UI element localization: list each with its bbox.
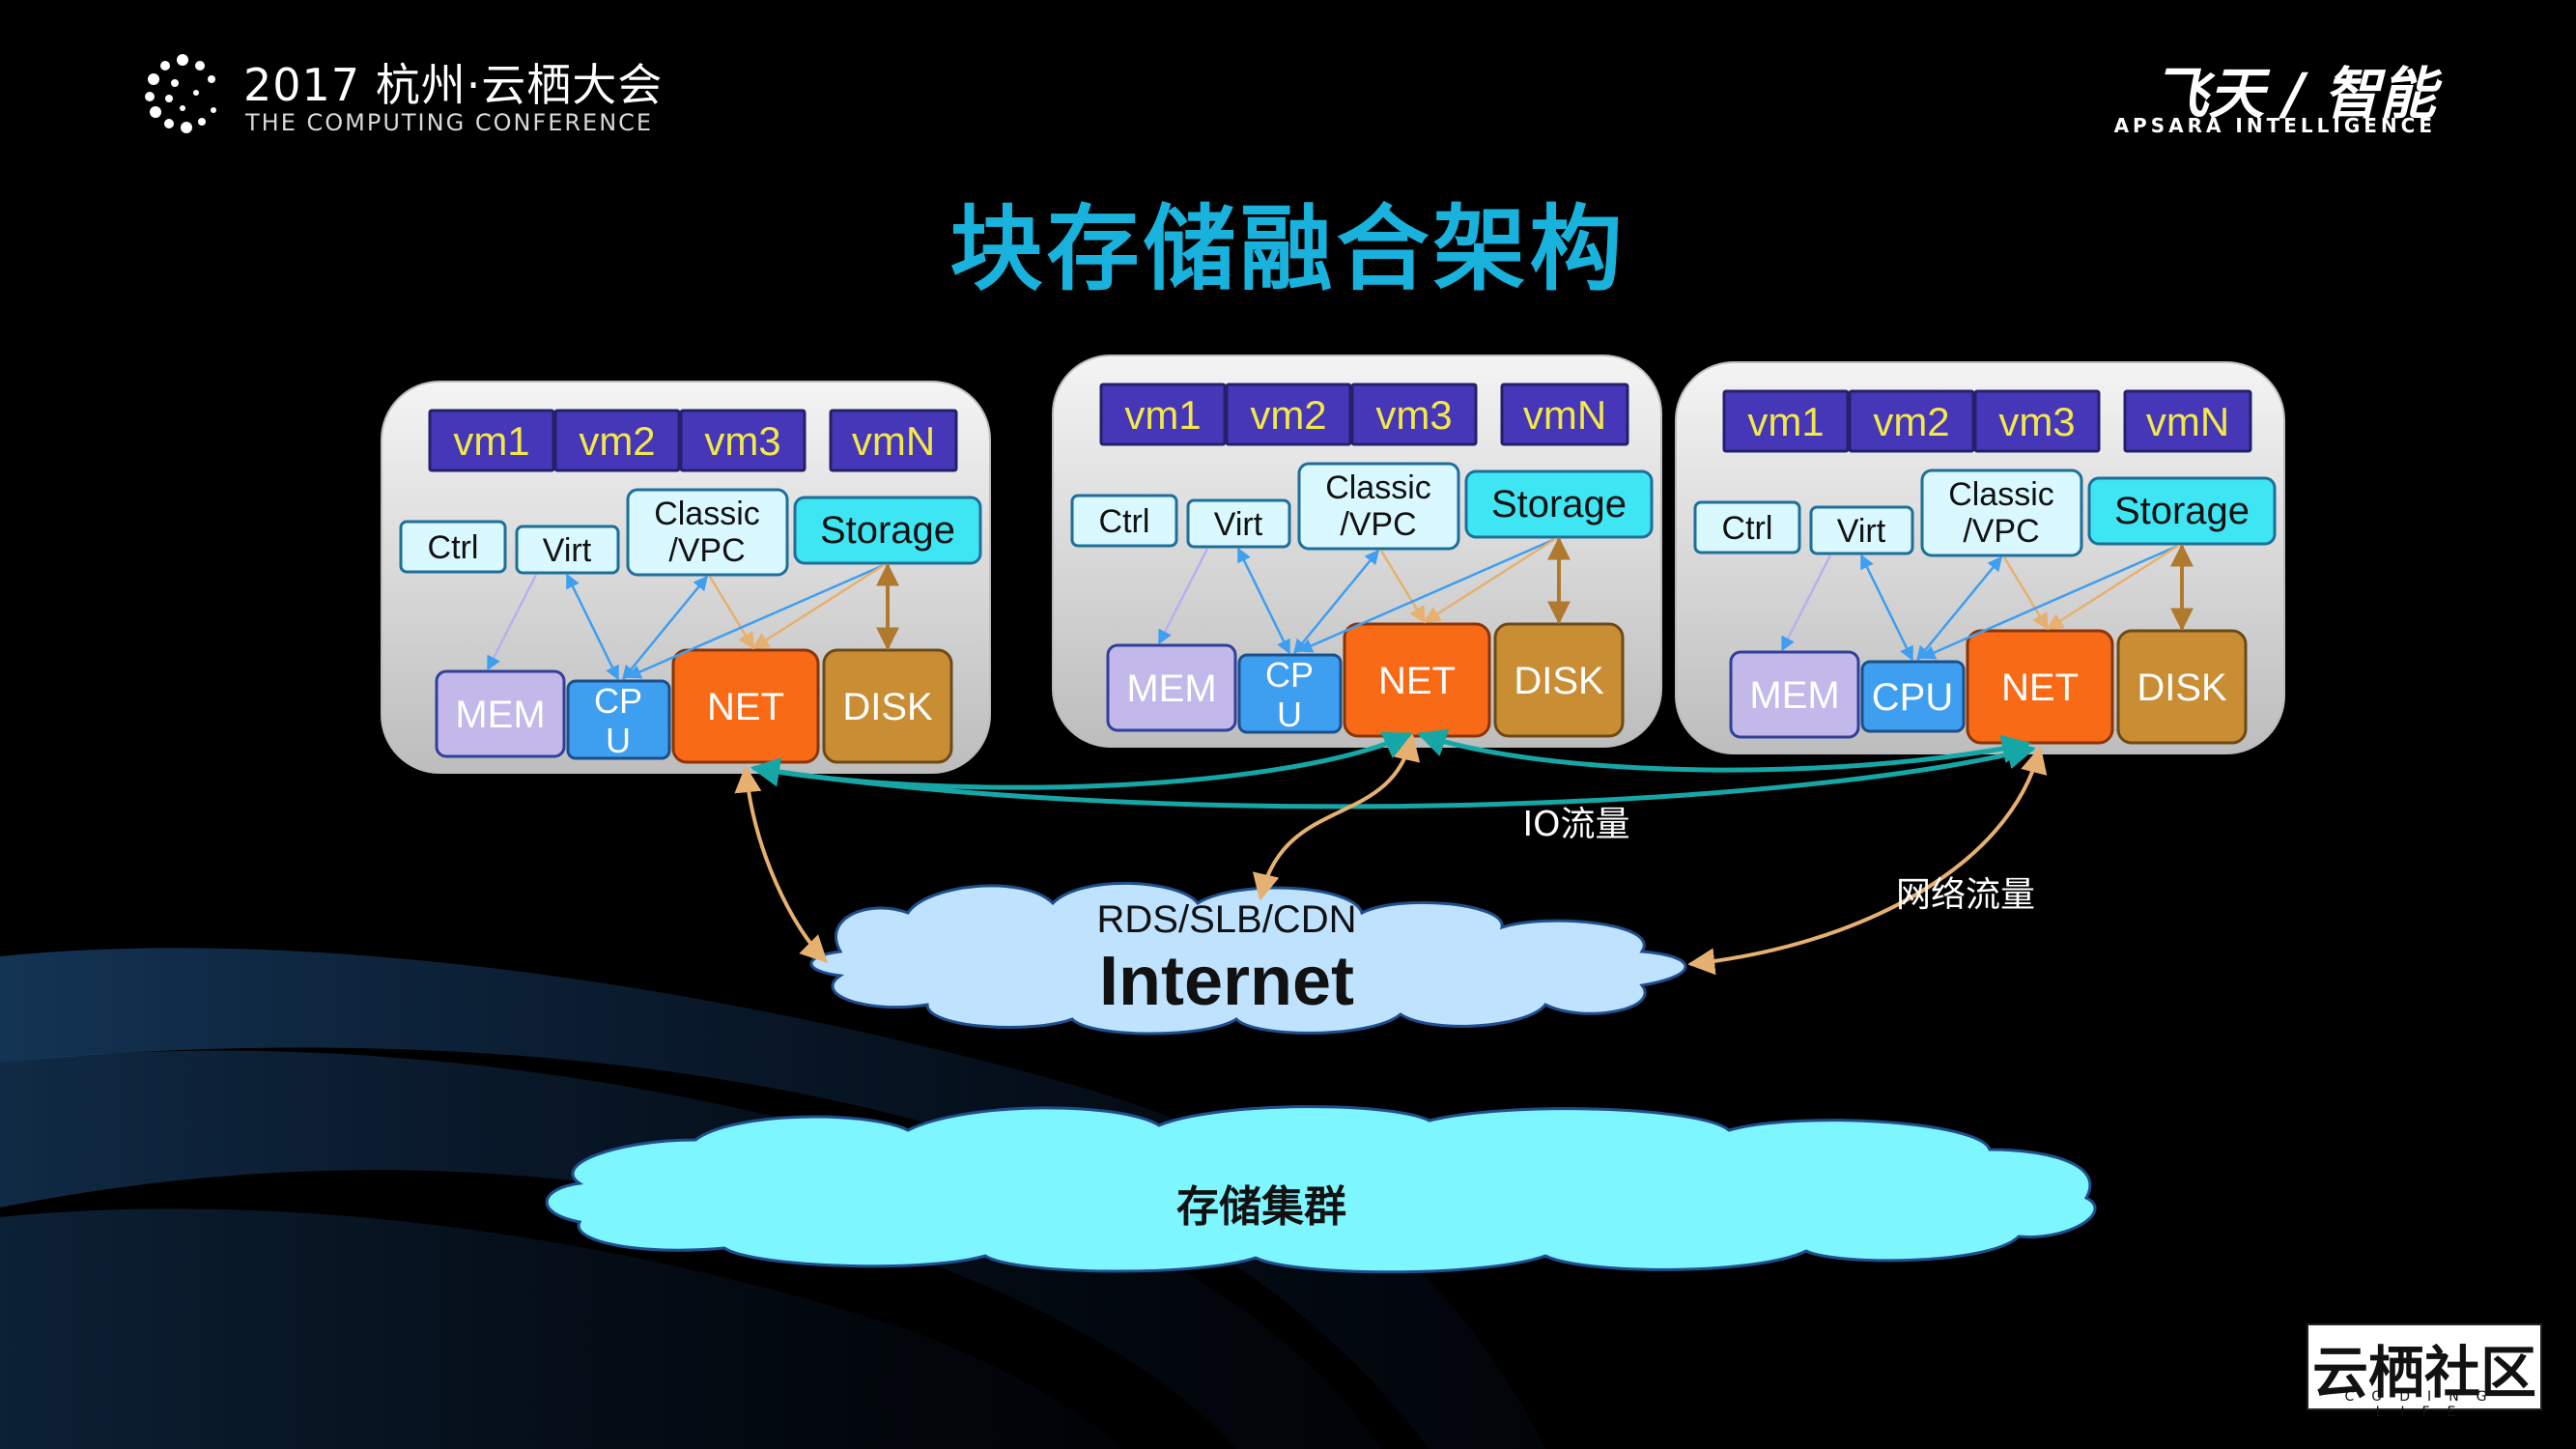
internet-subtitle: RDS/SLB/CDN [1097, 898, 1357, 941]
vpc-label: /VPC [1340, 506, 1416, 543]
ctrl-box [1070, 494, 1178, 548]
vm-label: vm1 [1124, 392, 1201, 438]
vpc-label: /VPC [1963, 513, 2039, 550]
storage-cluster-cloud: 存储集群 [545, 1105, 2097, 1274]
community-badge: 云栖社区 CODING LIFE [2307, 1323, 2542, 1420]
server-internal-links [486, 562, 899, 681]
cpu-label: U [1277, 695, 1302, 734]
vm-vm3 [679, 409, 807, 472]
vm-vm1 [1722, 389, 1850, 453]
vm-vmN [2123, 389, 2252, 453]
vm-label: vm3 [1375, 392, 1452, 438]
conference-title: 2017 杭州·云栖大会 [243, 59, 664, 111]
internet-cloud: RDS/SLB/CDN Internet [809, 881, 1687, 1036]
virt-label: Virt [1837, 513, 1886, 550]
brand-subtitle: APSARA INTELLIGENCE [2113, 114, 2436, 137]
vm-vm2 [1848, 389, 1975, 453]
disk-label: DISK [2137, 667, 2227, 709]
mem-label: MEM [455, 694, 545, 736]
ctrl-label: Ctrl [428, 529, 479, 566]
vm-vm1 [428, 409, 555, 472]
net-box [1966, 629, 2114, 745]
slide-title: 块存储融合架构 [949, 195, 1627, 303]
ctrl-box [1693, 500, 1801, 554]
net-label: NET [707, 686, 784, 728]
vm-label: vmN [2146, 399, 2229, 444]
vm-label: vm1 [1747, 399, 1824, 444]
cpu-label: U [606, 721, 631, 760]
classic-vpc-box [1297, 462, 1460, 551]
network-flow-label: 网络流量 [1896, 875, 2035, 915]
cpu-label: CP [1265, 655, 1314, 695]
badge-subtitle: CODING LIFE [2344, 1389, 2505, 1420]
cpu-label: CPU [1872, 676, 1953, 719]
vm-vmN [829, 409, 958, 472]
vm-vm3 [1973, 389, 2101, 453]
vm-vmN [1500, 383, 1629, 446]
disk-label: DISK [1514, 660, 1604, 702]
storage-label: Storage [820, 509, 955, 552]
network-flow-lines [734, 733, 2048, 976]
virt-label: Virt [543, 532, 592, 569]
classic-vpc-box [626, 488, 789, 577]
io-flow-label: IO流量 [1523, 805, 1630, 844]
vm-vm1 [1099, 383, 1227, 446]
server-1: vm1 vm2 vm3 vmN Ctrl Virt Classic/VPC StorageME… [381, 381, 991, 774]
ctrl-box [399, 520, 507, 574]
conference-logo-icon [145, 54, 216, 133]
badge-title: 云栖社区 [2311, 1340, 2536, 1406]
vm-label: vm2 [1250, 392, 1326, 438]
server-3: vm1 vm2 vm3 vmN Ctrl Virt Classic/VPC StorageME… [1675, 361, 2285, 754]
net-label: NET [2001, 667, 2079, 709]
storage-label: Storage [2114, 490, 2250, 532]
cpu-box [566, 679, 671, 760]
classic-label: Classic [1325, 469, 1431, 506]
ctrl-label: Ctrl [1099, 503, 1150, 540]
server-internal-links [1780, 543, 2194, 662]
vm-label: vmN [1523, 392, 1606, 438]
vm-label: vm3 [704, 418, 780, 464]
vm-label: vm2 [1873, 399, 1949, 444]
mem-box [1106, 643, 1237, 732]
mem-label: MEM [1126, 668, 1216, 710]
virt-box [1809, 505, 1914, 555]
cpu-label: CP [594, 681, 642, 721]
internet-title: Internet [1099, 943, 1354, 1020]
disk-label: DISK [842, 686, 933, 728]
storage-label: Storage [1491, 483, 1627, 526]
classic-label: Classic [1948, 476, 2054, 513]
vm-label: vm2 [579, 418, 655, 464]
storage-cluster-label: 存储集群 [1176, 1182, 1346, 1232]
classic-vpc-box [1920, 469, 2083, 557]
virt-label: Virt [1214, 506, 1263, 543]
vm-vm2 [553, 409, 681, 472]
server-2: vm1 vm2 vm3 vmN Ctrl Virt Classic/VPC StorageME… [1052, 355, 1662, 748]
vm-label: vmN [852, 418, 935, 464]
classic-label: Classic [654, 496, 760, 532]
ctrl-label: Ctrl [1722, 510, 1773, 547]
brand-title: 飞天 / 智能 [2152, 61, 2436, 127]
vm-vm3 [1350, 383, 1478, 446]
virt-box [1186, 498, 1291, 549]
vm-label: vm3 [1998, 399, 2075, 444]
vpc-label: /VPC [668, 532, 745, 569]
conference-subtitle: THE COMPUTING CONFERENCE [245, 109, 654, 136]
server-internal-links [1157, 536, 1571, 655]
mem-box [435, 669, 566, 758]
net-label: NET [1378, 660, 1456, 702]
vm-vm2 [1225, 383, 1352, 446]
mem-label: MEM [1749, 674, 1839, 717]
vm-label: vm1 [453, 418, 529, 464]
virt-box [515, 525, 620, 575]
